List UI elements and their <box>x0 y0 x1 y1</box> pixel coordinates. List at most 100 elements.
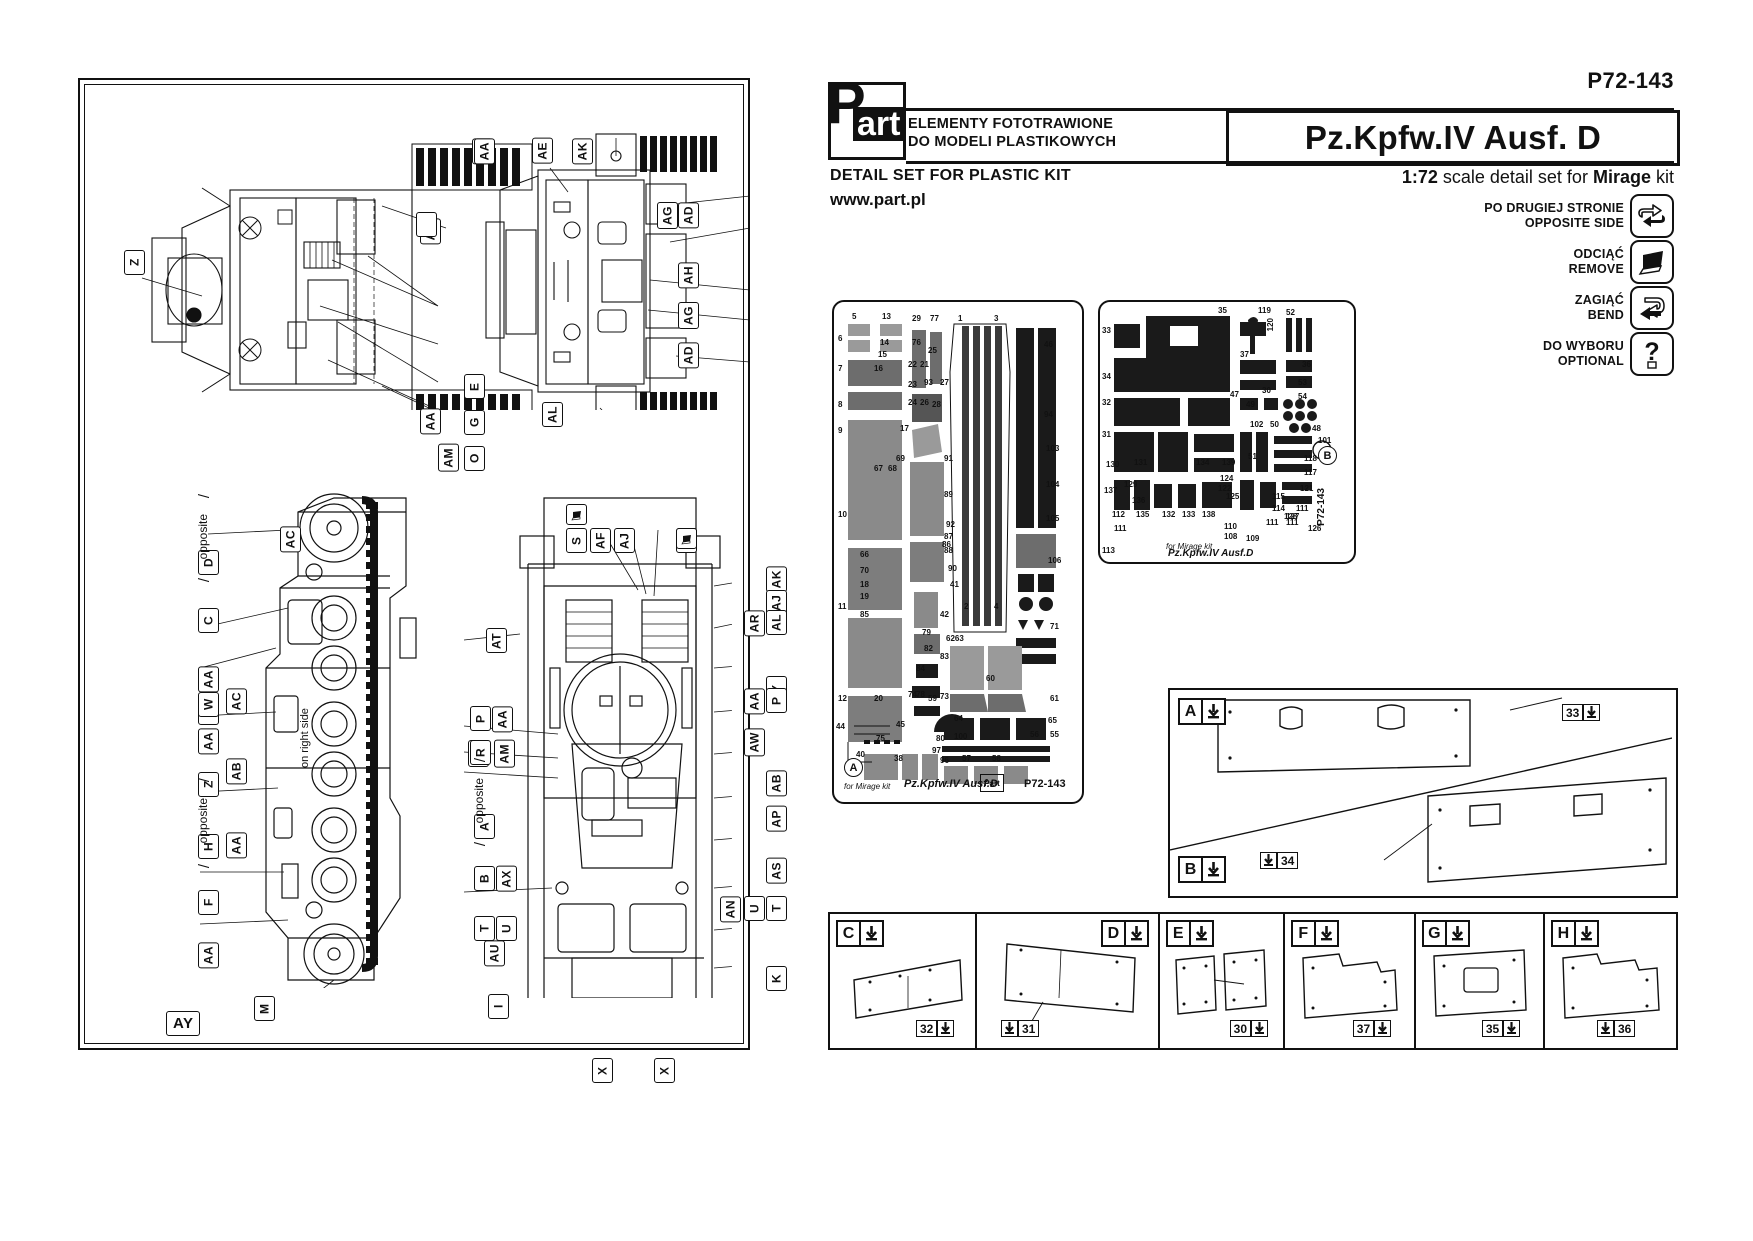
callout-tag-AC-2: AA <box>474 138 495 165</box>
part-tag-32: 32 <box>916 1020 955 1037</box>
callout-tag-K: K <box>766 966 787 991</box>
legend-pl-1: ODCIĄĆ <box>1573 247 1624 262</box>
callout-tag-AD-2: AD <box>678 342 699 369</box>
legend-en-3: OPTIONAL <box>1557 354 1624 368</box>
step-letter-b: B <box>1178 856 1203 883</box>
callout-tag-Z: Z <box>124 250 145 275</box>
website-url: www.part.pl <box>830 190 926 209</box>
remove-icon-small-left <box>566 504 587 525</box>
front-view-drawing <box>141 143 533 410</box>
callout-tag-AH: AH <box>678 262 699 289</box>
legend-pl-3: DO WYBORU <box>1543 339 1624 354</box>
callout-tag-AR: AR <box>744 610 765 637</box>
bend-arrow-icon-g <box>1446 920 1470 947</box>
callout-tag-X-1: X <box>592 1058 613 1083</box>
callout-tag-AY: AY <box>166 1011 201 1036</box>
callout-tag-AJ-1: AJ <box>614 528 635 553</box>
remove-icon-small-right <box>676 528 697 549</box>
bend-arrow-icon-33 <box>1583 704 1601 721</box>
part-number-33: 33 <box>1562 704 1584 721</box>
callout-tag-Z-side: Z <box>198 772 219 797</box>
step-cell-d: D 31 <box>977 914 1160 1048</box>
callout-tag-AA-s3: AA <box>226 832 247 859</box>
part-number-32: 32 <box>916 1020 938 1037</box>
part-number-30: 30 <box>1229 1020 1252 1037</box>
part-number-31: 31 <box>1017 1020 1040 1037</box>
svg-text:?: ? <box>1644 339 1659 366</box>
callout-tag-W: W <box>198 692 219 717</box>
callout-tag-AA-rear <box>416 212 437 237</box>
bend-icon <box>1630 286 1674 330</box>
callout-tag-AA-s1: AA <box>198 666 219 693</box>
callout-tag-AL-plan: AL <box>766 610 787 635</box>
drawing-panel-inner-border <box>84 84 744 1044</box>
step-tag-g: G <box>1421 920 1470 947</box>
callout-tag-U-plan: U <box>744 896 765 921</box>
callout-tag-AB: AB <box>226 758 247 785</box>
part-tag-33: 33 <box>1562 704 1601 721</box>
model-title-box: Pz.Kpfw.IV Ausf. D <box>1226 110 1680 166</box>
part-tag-37: 37 <box>1352 1020 1392 1037</box>
fret-a-marker: A <box>844 758 863 777</box>
callout-tag-M: M <box>254 996 275 1021</box>
fret-a-brand: Part <box>980 774 1004 792</box>
part-tag-30: 30 <box>1229 1020 1269 1037</box>
callout-tag-P: P <box>470 706 491 731</box>
scale-value: 1:72 <box>1401 167 1438 187</box>
polish-subtitle-1: ELEMENTY FOTOTRAWIONE <box>908 116 1114 132</box>
legend-row-optional: DO WYBORU OPTIONAL ? <box>828 332 1674 376</box>
opposite-label-fh: opposite <box>196 798 210 844</box>
bend-arrow-icon-32 <box>937 1020 955 1037</box>
fret-b-kit: for Mirage kit <box>1166 542 1213 551</box>
rear-view-drawing <box>485 133 750 410</box>
slash-ba-end: / <box>472 758 489 763</box>
callout-tag-X-2: X <box>654 1058 675 1083</box>
header: P72-143 P art ELEMENTY FOTOTRAWIONE DO M… <box>827 68 1680 376</box>
polish-subtitle-2: DO MODELI PLASTIKOWYCH <box>908 134 1117 150</box>
callout-tag-AA-p2: AA <box>492 706 513 733</box>
slash-b-a: / <box>472 842 489 847</box>
slash-c-d: / <box>196 578 213 583</box>
legend-pl-0: PO DRUGIEJ STRONIE <box>1484 201 1624 216</box>
part-tag-35: 35 <box>1481 1020 1521 1037</box>
model-title: Pz.Kpfw.IV Ausf. D <box>1304 119 1602 156</box>
callout-tag-S-1: S <box>566 528 587 553</box>
callout-tag-AK-top: AK <box>572 138 593 165</box>
step-cell-h: H 36 <box>1545 914 1676 1048</box>
plan-view-drawing <box>463 497 732 998</box>
callout-tag-AC-s2: AC <box>226 688 247 715</box>
callout-tag-T: T <box>474 916 495 941</box>
step-panel-row: C 32 D <box>828 912 1678 1050</box>
part-tag-34: 34 <box>1260 852 1299 869</box>
step-tag-h: H <box>1550 920 1599 947</box>
callout-tag-AU: AU <box>484 940 505 967</box>
step-cell-e: E 30 <box>1160 914 1285 1048</box>
bend-arrow-icon-e <box>1190 920 1214 947</box>
bend-arrow-icon-h <box>1575 920 1599 947</box>
callout-tag-P-plan: P <box>766 688 787 713</box>
bend-arrow-icon-37 <box>1374 1020 1392 1037</box>
part-number-35: 35 <box>1481 1020 1504 1037</box>
callout-tag-AK-plan: AK <box>766 566 787 593</box>
callout-tag-AP: AP <box>766 806 787 832</box>
legend-en-1: REMOVE <box>1568 262 1624 276</box>
callout-tag-AL-top: AL <box>542 402 563 427</box>
callout-tag-AA-low: AA <box>420 408 441 435</box>
step-cell-c: C 32 <box>830 914 977 1048</box>
callout-tag-AA-s4: AA <box>198 942 219 969</box>
legend-row-opposite-side: PO DRUGIEJ STRONIE OPPOSITE SIDE <box>828 194 1674 238</box>
legend-row-remove: ODCIĄĆ REMOVE <box>828 240 1674 284</box>
drawing-panel: Z E G O AM AA AA AC <box>78 78 787 1083</box>
callout-tag-G: G <box>464 410 485 435</box>
callout-tag-AG-2: AG <box>678 302 699 329</box>
callout-tag-U: U <box>496 916 517 941</box>
callout-tag-AN: AN <box>720 896 741 923</box>
bend-arrow-icon-36 <box>1596 1020 1614 1037</box>
step-cell-f: F 37 <box>1285 914 1416 1048</box>
callout-tag-AT: AT <box>486 628 507 653</box>
opposite-label-ba: opposite <box>472 778 486 824</box>
fret-b-partno: P72-143 <box>1316 488 1327 526</box>
slash-f-h: / <box>196 864 213 869</box>
callout-tag-AB-plan: AB <box>766 770 787 797</box>
